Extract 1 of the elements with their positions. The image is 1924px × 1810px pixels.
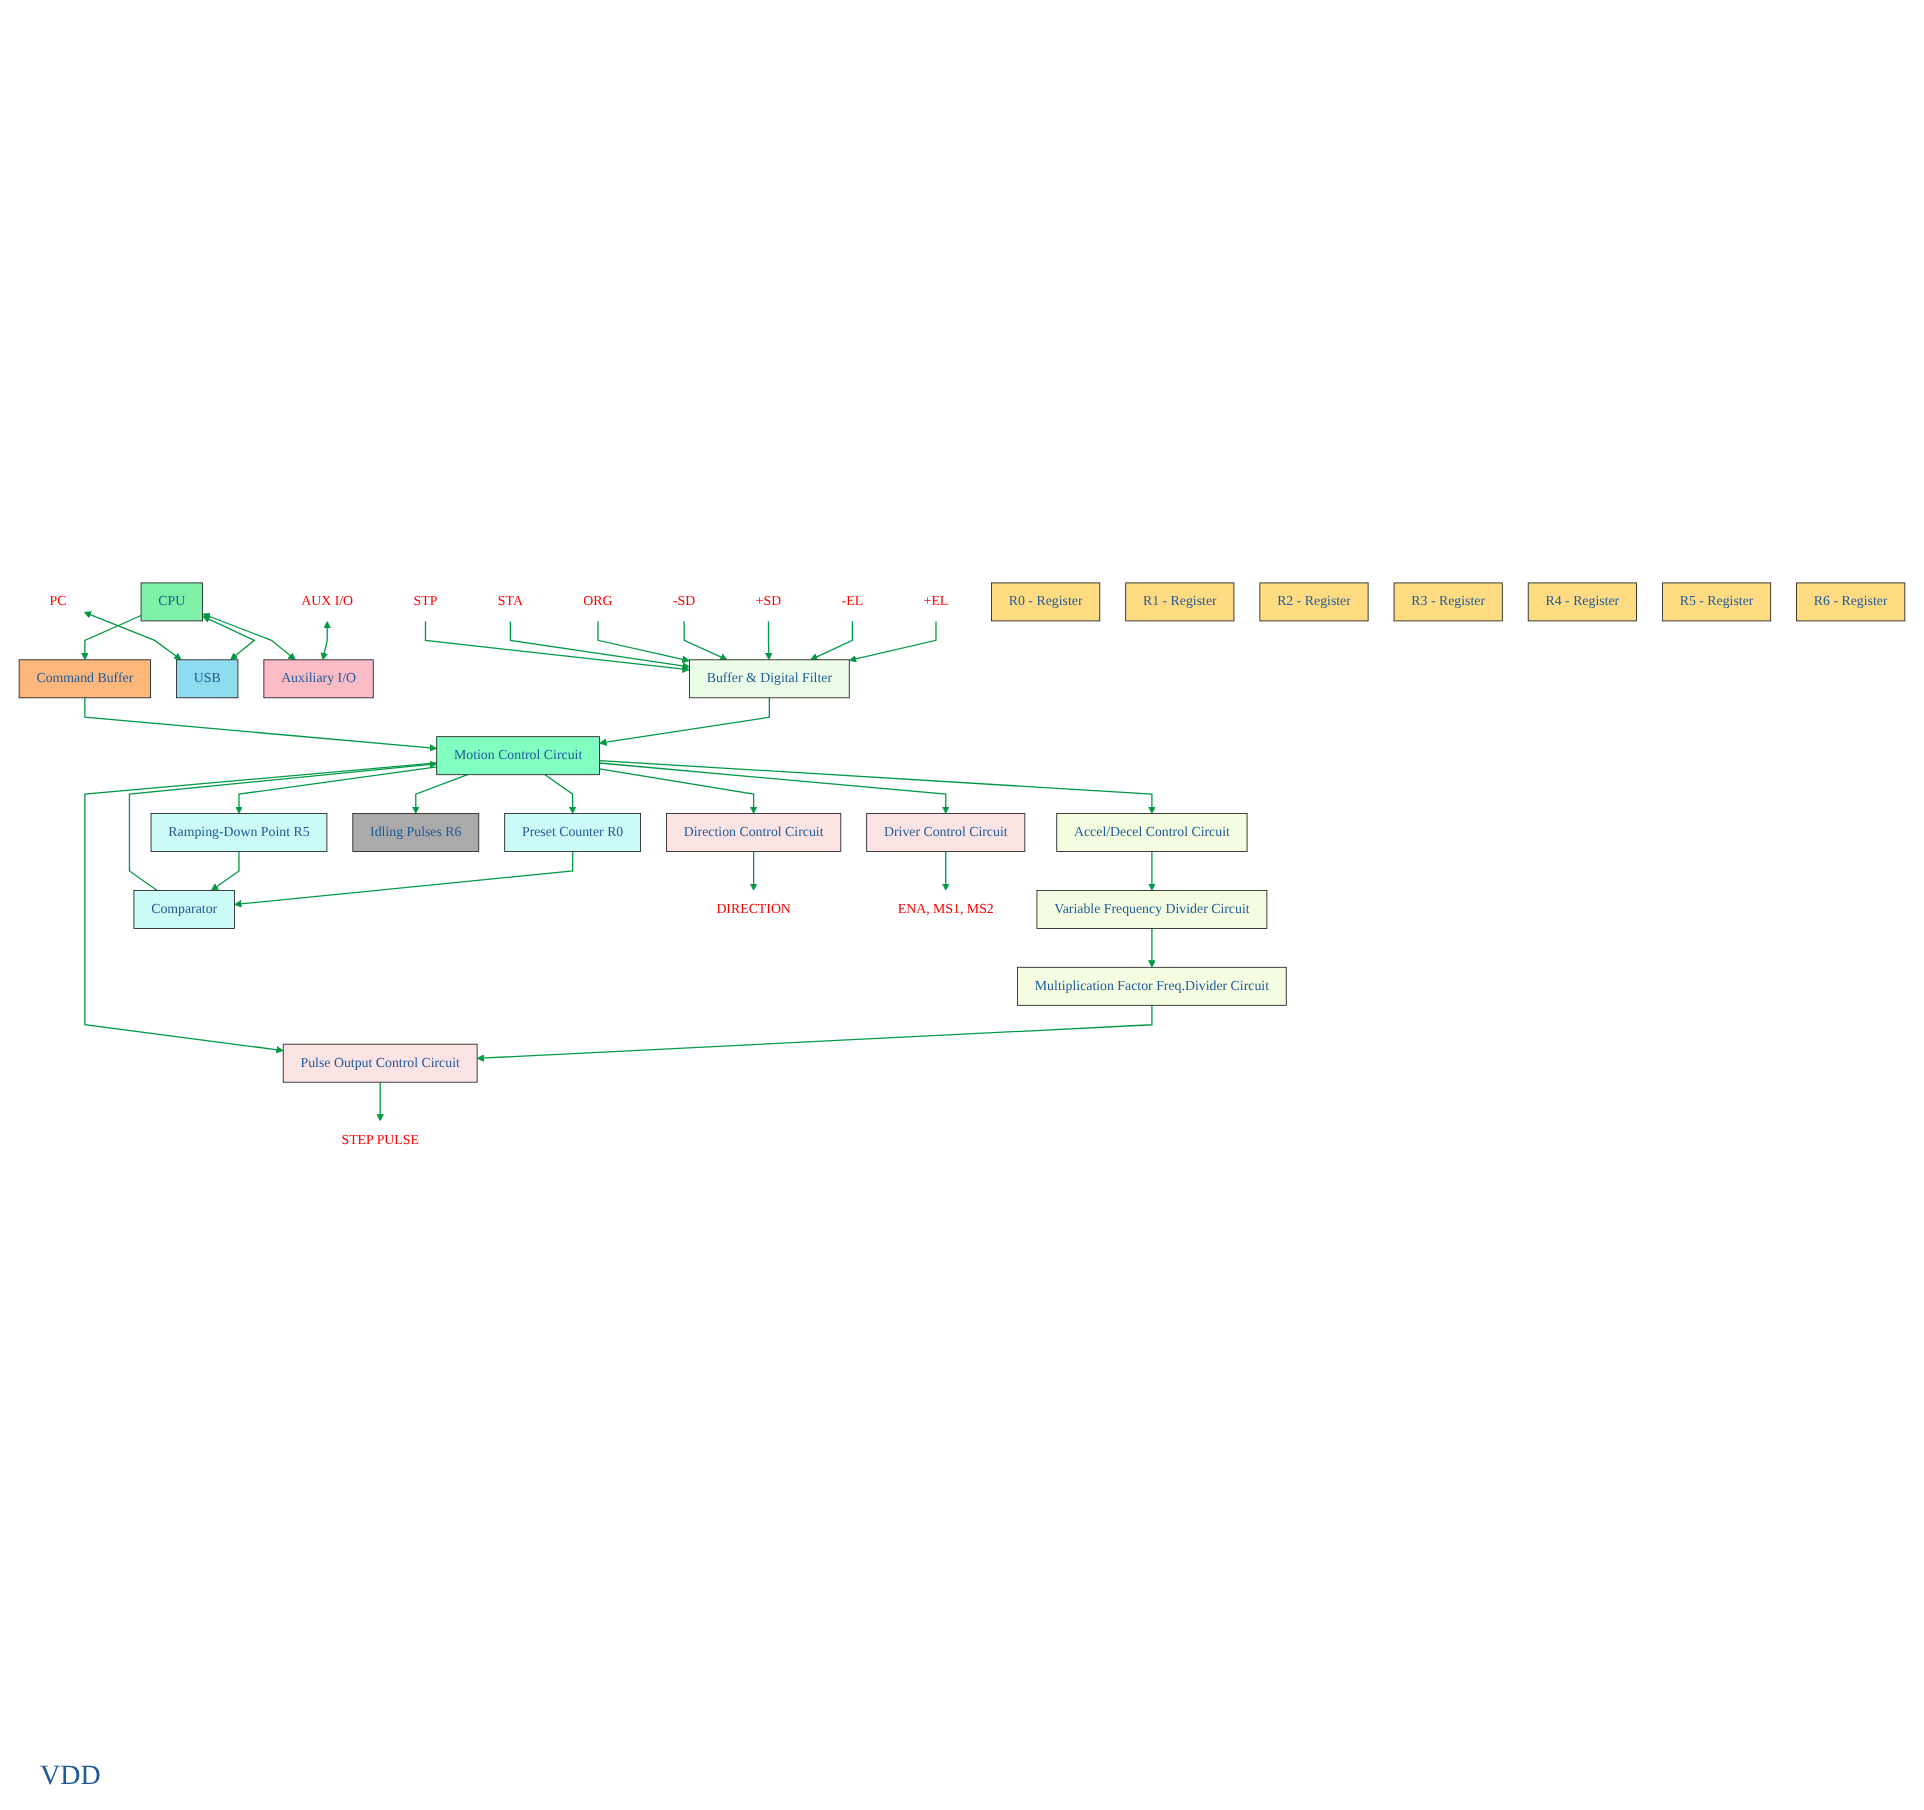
- pin-label: VDD: [40, 1762, 101, 1792]
